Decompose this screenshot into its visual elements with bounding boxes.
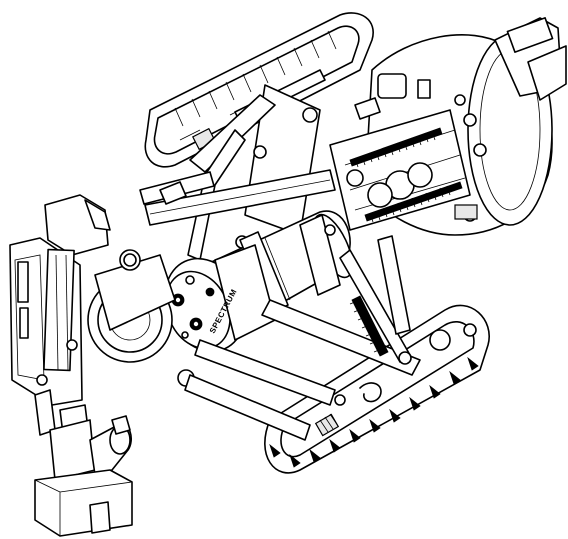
camera-head-icon: SPECTRUM xyxy=(164,244,276,353)
lower-spring xyxy=(349,295,389,357)
lower-track xyxy=(264,304,490,474)
frame-linkages xyxy=(139,84,336,275)
spring-coil-lower xyxy=(364,181,463,223)
gear-hub xyxy=(87,249,195,387)
manipulator-arm xyxy=(9,194,133,537)
lower-linkages xyxy=(184,235,421,441)
spring-coil-upper xyxy=(349,127,443,168)
fittings xyxy=(159,94,466,236)
spring-assembly xyxy=(329,109,471,231)
